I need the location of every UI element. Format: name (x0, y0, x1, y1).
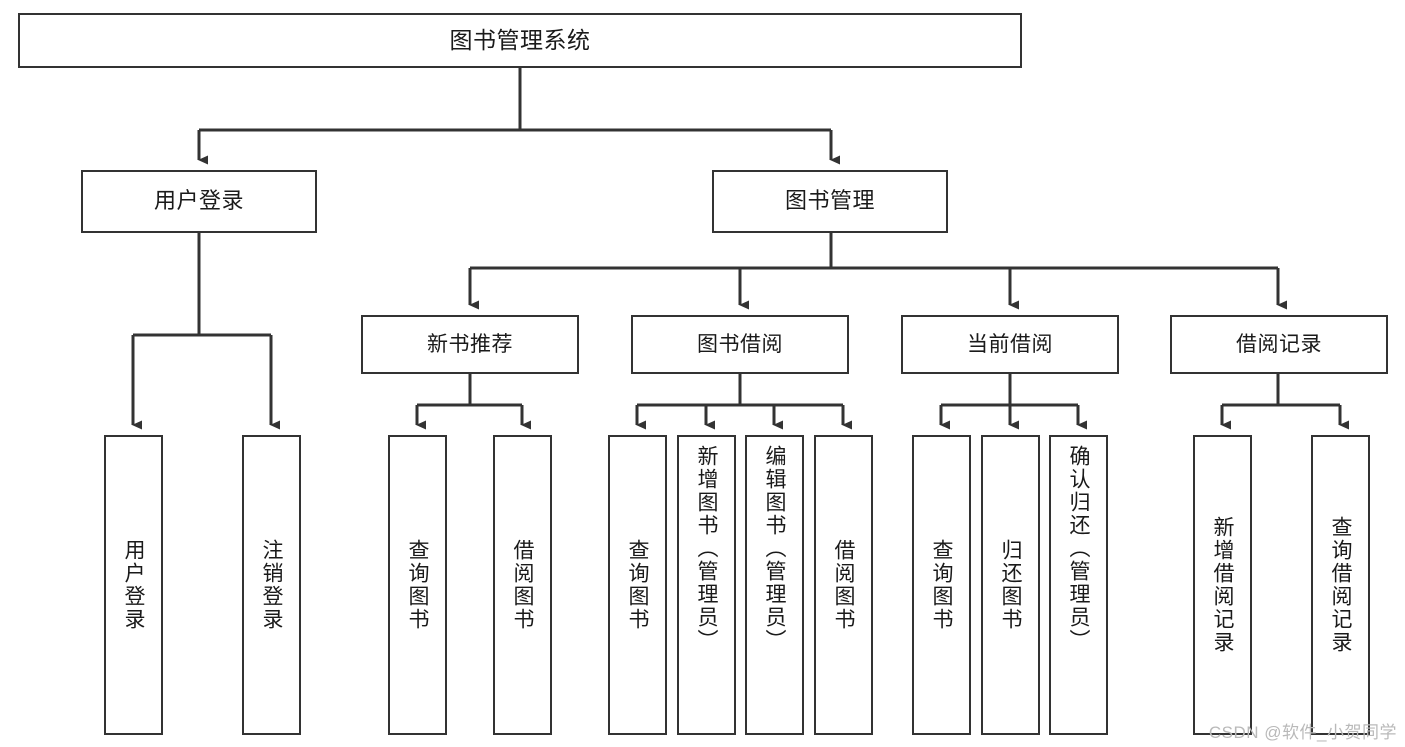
leaf-borrow-borrow-books[interactable]: 借阅图书 (814, 435, 873, 735)
node-new-book-recommend-label: 新书推荐 (427, 332, 513, 356)
node-new-book-recommend[interactable]: 新书推荐 (361, 315, 579, 374)
node-current-borrow-label: 当前借阅 (967, 332, 1053, 356)
leaf-borrow-edit-book-admin[interactable]: 编辑图书（管理员） (745, 435, 804, 735)
leaf-borrow-add-book-admin[interactable]: 新增图书（管理员） (677, 435, 736, 735)
leaf-user-login-login-label: 用户登录 (122, 539, 145, 631)
node-book-borrow-label: 图书借阅 (697, 332, 783, 356)
leaf-new-book-query-books-label: 查询图书 (406, 539, 429, 631)
leaf-current-return-books[interactable]: 归还图书 (981, 435, 1040, 735)
leaf-borrow-add-book-admin-label: 新增图书（管理员） (695, 445, 718, 652)
leaf-current-query-books[interactable]: 查询图书 (912, 435, 971, 735)
leaf-current-confirm-return-admin-label: 确认归还（管理员） (1067, 445, 1090, 652)
leaf-borrow-query-books[interactable]: 查询图书 (608, 435, 667, 735)
node-book-management[interactable]: 图书管理 (712, 170, 948, 233)
node-book-borrow[interactable]: 图书借阅 (631, 315, 849, 374)
leaf-current-query-books-label: 查询图书 (930, 539, 953, 631)
leaf-new-book-borrow-books-label: 借阅图书 (511, 539, 534, 631)
leaf-borrow-edit-book-admin-label: 编辑图书（管理员） (763, 445, 786, 652)
csdn-watermark: CSDN @软件_小贺同学 (1208, 723, 1397, 742)
leaf-records-add-record-label: 新增借阅记录 (1211, 516, 1234, 654)
leaf-records-add-record[interactable]: 新增借阅记录 (1193, 435, 1252, 735)
leaf-user-login-login[interactable]: 用户登录 (104, 435, 163, 735)
node-current-borrow[interactable]: 当前借阅 (901, 315, 1119, 374)
leaf-new-book-query-books[interactable]: 查询图书 (388, 435, 447, 735)
leaf-current-return-books-label: 归还图书 (999, 539, 1022, 631)
leaf-user-login-logout-label: 注销登录 (260, 539, 283, 631)
leaf-records-query-record-label: 查询借阅记录 (1329, 516, 1352, 654)
leaf-records-query-record[interactable]: 查询借阅记录 (1311, 435, 1370, 735)
leaf-borrow-borrow-books-label: 借阅图书 (832, 539, 855, 631)
node-borrow-records-label: 借阅记录 (1236, 332, 1322, 356)
node-root-book-management-system[interactable]: 图书管理系统 (18, 13, 1022, 68)
leaf-current-confirm-return-admin[interactable]: 确认归还（管理员） (1049, 435, 1108, 735)
leaf-user-login-logout[interactable]: 注销登录 (242, 435, 301, 735)
node-user-login-label: 用户登录 (153, 188, 244, 214)
node-book-management-label: 图书管理 (784, 188, 875, 214)
leaf-new-book-borrow-books[interactable]: 借阅图书 (493, 435, 552, 735)
node-borrow-records[interactable]: 借阅记录 (1170, 315, 1388, 374)
node-user-login[interactable]: 用户登录 (81, 170, 317, 233)
node-root-label: 图书管理系统 (449, 26, 591, 53)
leaf-borrow-query-books-label: 查询图书 (626, 539, 649, 631)
